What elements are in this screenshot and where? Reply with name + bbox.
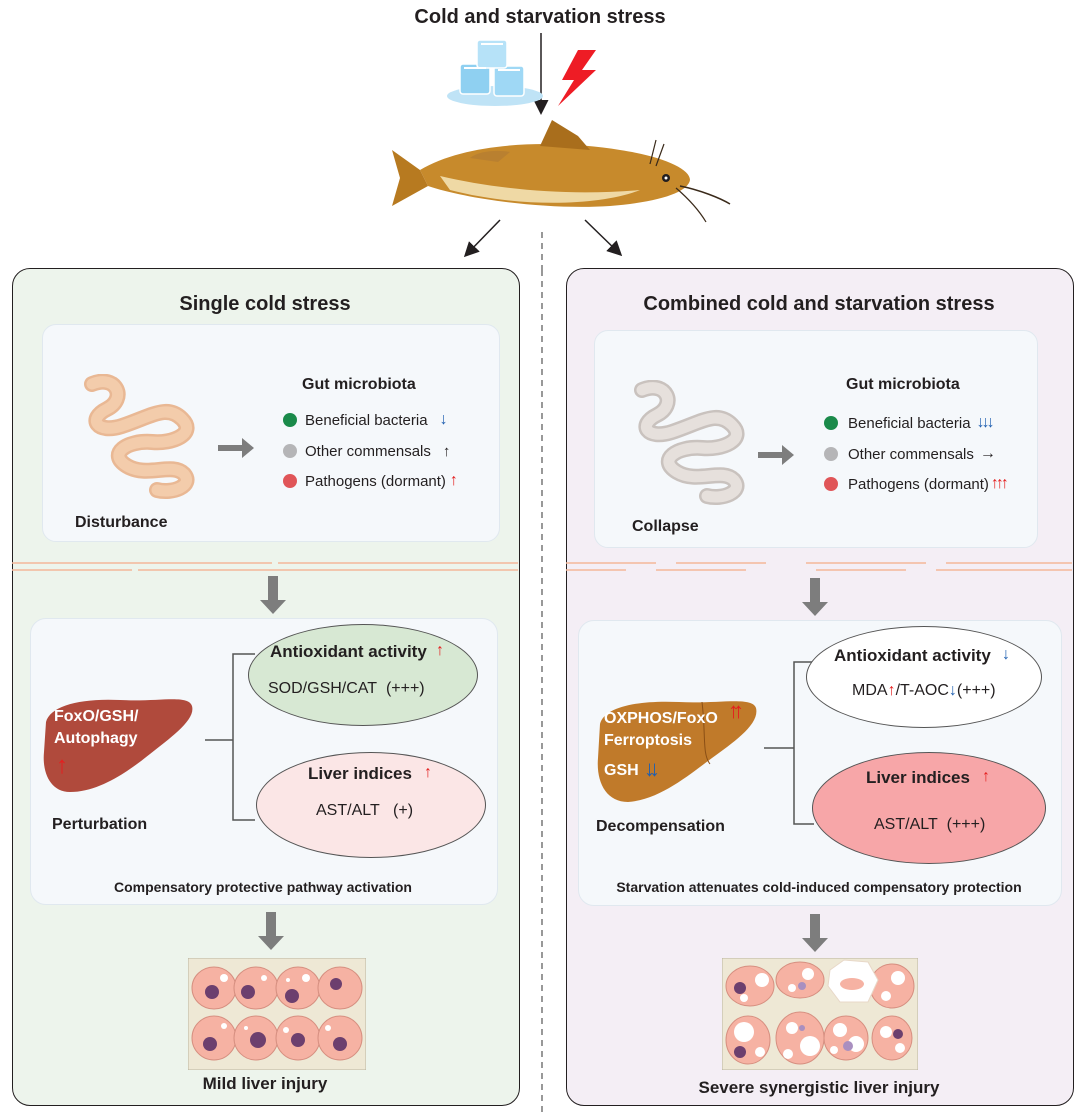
left-liver-state: Perturbation	[52, 816, 148, 833]
ice-cubes-icon	[447, 39, 543, 106]
arrow-up-icon: ↑↑	[728, 698, 744, 723]
left-gut-state: Disturbance	[75, 514, 168, 531]
left-down-arrow-1	[260, 576, 286, 614]
arrow-up-icon: ↑	[449, 472, 458, 489]
arrow-down-icon: ↓	[1002, 646, 1010, 663]
arrow-down-icon: ↓	[439, 411, 448, 428]
list-item: Other commensals →	[824, 439, 1064, 469]
arrow-down-icon: ↓	[948, 682, 957, 699]
arrow-up-icon: ↑↑↑	[990, 475, 1009, 492]
liver-label-right-2: Ferroptosis	[604, 732, 693, 749]
left-antioxidant-oval	[248, 624, 478, 726]
right-indices-value: AST/ALT (+++)	[874, 816, 986, 833]
right-down-arrow-2	[802, 914, 828, 952]
center-divider-lower	[541, 270, 543, 1115]
intestine-icon	[84, 374, 195, 499]
left-histology-image	[188, 958, 366, 1070]
right-gut-heading: Gut microbiota	[846, 376, 960, 393]
right-antioxidant-title: Antioxidant activity	[834, 646, 991, 665]
left-bracket	[205, 653, 255, 821]
right-panel-title: Combined cold and starvation stress	[643, 293, 995, 315]
liver-icon-left	[43, 699, 193, 792]
left-down-arrow-2	[258, 912, 284, 950]
right-indices-oval	[812, 752, 1046, 864]
pathogen-dot-icon	[824, 477, 838, 491]
beneficial-dot-icon	[824, 416, 838, 430]
list-item: Beneficial bacteria ↓	[283, 404, 503, 436]
right-indices-title: Liver indices	[866, 768, 970, 787]
right-gut-arrow	[758, 445, 794, 465]
right-gut-list: Beneficial bacteria ↓↓↓ Other commensals…	[824, 407, 1064, 499]
list-item: Pathogens (dormant) ↑	[283, 466, 503, 496]
arrow-right-branch	[584, 219, 623, 257]
liver-label-right-1: OXPHOS/FoxO	[604, 710, 718, 727]
right-antioxidant-oval	[806, 626, 1042, 728]
left-indices-title: Liver indices	[308, 764, 412, 783]
left-antioxidant-title: Antioxidant activity	[270, 642, 427, 661]
left-panel-title: Single cold stress	[179, 293, 351, 315]
list-item: Other commensals ↑	[283, 436, 503, 466]
right-caption: Starvation attenuates cold-induced compe…	[616, 879, 1022, 895]
left-outcome: Mild liver injury	[202, 1074, 328, 1093]
right-down-arrow-1	[802, 578, 828, 616]
arrow-up-icon: ↑	[436, 642, 444, 659]
right-outcome: Severe synergistic liver injury	[698, 1078, 940, 1097]
catfish-icon	[392, 120, 731, 223]
right-barrier-lines	[566, 562, 1072, 571]
liver-icon-right	[597, 701, 757, 802]
liver-label-left-2: Autophagy	[54, 730, 138, 747]
liver-label-left-1: FoxO/GSH/	[54, 708, 139, 725]
left-indices-value: AST/ALT (+)	[316, 802, 414, 819]
taoc-level: (+++)	[956, 682, 996, 699]
arrow-up-icon: ↑	[442, 442, 451, 460]
arrow-down-icon: ↓↓	[644, 756, 660, 781]
beneficial-dot-icon	[283, 413, 297, 427]
right-liver-state: Decompensation	[596, 818, 725, 835]
arrow-right-icon: →	[979, 445, 996, 462]
arrow-down-icon: ↓↓↓	[976, 414, 995, 431]
mda-label: MDA	[852, 682, 888, 699]
commensal-dot-icon	[824, 447, 838, 461]
main-title: Cold and starvation stress	[414, 6, 666, 28]
header-graphics	[392, 33, 731, 270]
right-bracket	[764, 661, 814, 825]
left-gut-arrow	[218, 438, 254, 458]
arrow-up-icon: ↑	[982, 768, 990, 785]
left-antioxidant-value: SOD/GSH/CAT (+++)	[268, 680, 425, 697]
right-gut-state: Collapse	[632, 518, 699, 535]
commensal-dot-icon	[283, 444, 297, 458]
left-indices-oval	[256, 752, 486, 858]
right-antioxidant-value: MDA↑/T-AOC↓(+++)	[852, 682, 996, 700]
arrow-left-branch	[463, 219, 501, 258]
lightning-icon	[558, 50, 596, 106]
left-caption: Compensatory protective pathway activati…	[114, 879, 412, 895]
left-gut-list: Beneficial bacteria ↓ Other commensals ↑…	[283, 404, 503, 496]
list-item: Beneficial bacteria ↓↓↓	[824, 407, 1064, 439]
liver-label-right-3: GSH	[604, 762, 639, 779]
intestine-icon	[634, 380, 745, 505]
left-barrier-lines	[12, 562, 518, 571]
pathogen-dot-icon	[283, 474, 297, 488]
right-histology-image	[722, 958, 918, 1070]
taoc-label: /T-AOC	[895, 682, 949, 699]
arrow-up-icon: ↑	[424, 764, 432, 781]
left-gut-heading: Gut microbiota	[302, 376, 416, 393]
arrow-up-icon: ↑	[56, 752, 68, 779]
list-item: Pathogens (dormant) ↑↑↑	[824, 469, 1064, 499]
arrow-up-icon: ↑	[887, 682, 896, 699]
